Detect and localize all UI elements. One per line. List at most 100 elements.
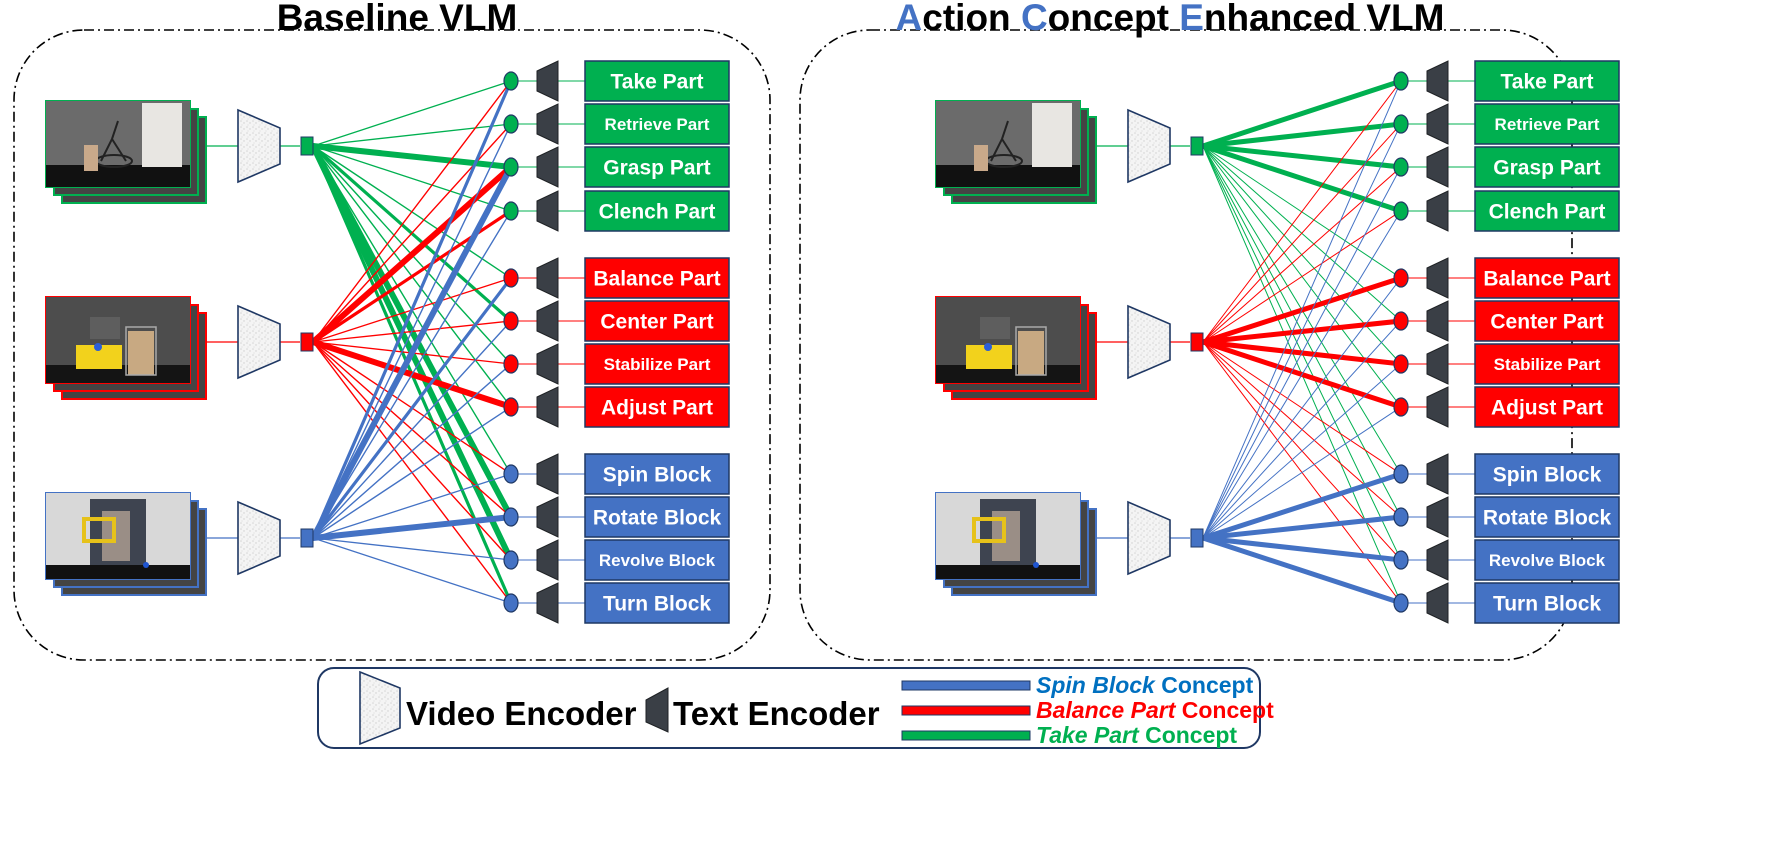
concept-label-text: Adjust Part xyxy=(601,397,713,420)
text-row-8: Spin Block xyxy=(1393,453,1620,495)
concept-label-text: Grasp Part xyxy=(1493,157,1600,180)
concept-label-text: Retrieve Part xyxy=(605,115,710,134)
concept-label-text: Retrieve Part xyxy=(1495,115,1600,134)
legend-concept-italic: Spin Block xyxy=(1036,672,1156,698)
legend-concept-italic: Balance Part xyxy=(1036,697,1177,723)
legend-concept-rest: Concept xyxy=(1139,722,1238,748)
text-encoder-icon xyxy=(1426,386,1449,428)
concept-label-box xyxy=(1474,582,1620,624)
text-encoder-icon xyxy=(536,60,559,102)
text-encoder-icon xyxy=(1426,453,1449,495)
video-encoder-icon xyxy=(237,108,281,184)
concept-label-box xyxy=(584,343,730,385)
text-row-9: Rotate Block xyxy=(503,496,730,538)
legend-concept-label: Spin Block Concept xyxy=(1036,672,1254,698)
text-embedding-node xyxy=(1393,157,1409,177)
concept-label-text: Spin Block xyxy=(603,464,712,487)
person-torso xyxy=(90,317,120,339)
blue-block xyxy=(1033,562,1039,568)
concept-label-box xyxy=(1474,103,1620,145)
video-take xyxy=(45,100,314,204)
concept-label-text: Center Part xyxy=(1490,311,1603,334)
concept-label-text: Clench Part xyxy=(599,201,716,224)
video-take xyxy=(935,100,1204,204)
concept-label-text: Stabilize Part xyxy=(604,355,711,374)
text-encoder-icon xyxy=(536,300,559,342)
connection-take-2 xyxy=(310,143,514,170)
panel-enhanced: Action Concept Enhanced VLM Take PartRetr… xyxy=(799,0,1620,661)
text-embedding-node xyxy=(503,268,519,288)
hand xyxy=(974,145,988,171)
video-balance xyxy=(935,296,1204,400)
text-encoder-icon xyxy=(1426,582,1449,624)
concept-label-box xyxy=(584,453,730,495)
text-embedding-node xyxy=(1393,507,1409,527)
table-surface xyxy=(936,165,1080,187)
concept-label-box xyxy=(1474,300,1620,342)
legend-concept-label: Take Part Concept xyxy=(1036,722,1237,748)
connection-spin-4 xyxy=(311,276,513,540)
concept-label-box xyxy=(584,539,730,581)
concept-label-text: Center Part xyxy=(600,311,713,334)
connection-spin-2 xyxy=(1202,166,1402,539)
text-encoder-icon xyxy=(1426,539,1449,581)
blue-part xyxy=(94,343,102,351)
table-surface xyxy=(46,165,190,187)
video-spin xyxy=(935,492,1204,596)
person-shirt xyxy=(142,103,182,167)
text-encoder-icon xyxy=(536,496,559,538)
text-row-0: Take Part xyxy=(1393,60,1620,102)
text-row-4: Balance Part xyxy=(1393,257,1620,299)
title-segment: oncept xyxy=(1048,0,1180,38)
legend-concept-italic: Take Part xyxy=(1036,722,1140,748)
text-encoder-icon xyxy=(1426,257,1449,299)
text-encoder-icon xyxy=(536,103,559,145)
concept-label-box xyxy=(584,60,730,102)
concept-label-text: Turn Block xyxy=(1493,593,1601,616)
video-encoder-icon xyxy=(237,500,281,576)
text-embedding-node xyxy=(503,354,519,374)
concept-label-box xyxy=(1474,146,1620,188)
text-embedding-node xyxy=(1393,397,1409,417)
text-row-6: Stabilize Part xyxy=(1393,343,1620,385)
text-embedding-node xyxy=(1393,311,1409,331)
text-encoder-icon xyxy=(1426,60,1449,102)
text-embedding-node xyxy=(503,71,519,91)
text-row-10: Revolve Block xyxy=(503,539,730,581)
text-row-5: Center Part xyxy=(1393,300,1620,342)
concept-label-box xyxy=(584,386,730,428)
text-encoder-icon xyxy=(536,257,559,299)
concept-label-box xyxy=(584,190,730,232)
text-row-5: Center Part xyxy=(503,300,730,342)
text-embedding-node xyxy=(503,550,519,570)
text-encoder-icon xyxy=(536,386,559,428)
connection-balance-2 xyxy=(1202,166,1402,343)
gripper-arm xyxy=(990,120,1017,162)
text-embedding-node xyxy=(503,507,519,527)
text-encoder-icon xyxy=(536,582,559,624)
text-encoder-icon xyxy=(536,343,559,385)
concept-label-text: Balance Part xyxy=(1483,268,1610,291)
connection-spin-0 xyxy=(311,79,513,540)
title-segment: C xyxy=(1021,0,1048,38)
table-surface xyxy=(46,565,190,579)
legend-video-encoder-label: Video Encoder xyxy=(406,695,637,732)
concept-label-box xyxy=(1474,190,1620,232)
text-embedding-node xyxy=(503,114,519,134)
yellow-frame xyxy=(972,517,1006,543)
text-embedding-node xyxy=(503,311,519,331)
panel-title: Baseline VLM xyxy=(277,0,518,38)
text-embedding-node xyxy=(503,157,519,177)
connection-spin-6 xyxy=(312,363,512,539)
video-embedding-node xyxy=(300,136,314,156)
connection-spin-1 xyxy=(1202,123,1402,539)
panel-title: Action Concept Enhanced VLM xyxy=(896,0,1445,38)
text-encoder-icon xyxy=(536,453,559,495)
hand xyxy=(84,145,98,171)
concept-label-text: Spin Block xyxy=(1493,464,1602,487)
concept-label-box xyxy=(1474,539,1620,581)
concept-label-text: Rotate Block xyxy=(1483,507,1612,530)
